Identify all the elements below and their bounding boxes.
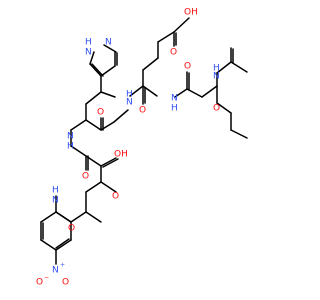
anilide-n-label: N — [52, 196, 59, 206]
asp-side-oxygen-label: O — [82, 172, 89, 182]
anilide-h-label: H — [52, 186, 59, 196]
leu-carbonyl-oxygen-label: O — [213, 104, 220, 114]
asp-carboxyl-oxygen-label: O — [112, 192, 119, 202]
glu-hydroxyl-label: OH — [184, 8, 198, 18]
glu-amide-h-label: H — [171, 104, 178, 114]
asp-amide-h-label: H — [67, 142, 74, 152]
molecule-canvas: OH O O H N N N H N H O N H O O N H O OH … — [36, 8, 248, 288]
nitro-minus-label: − — [44, 275, 49, 282]
imidazole-n-label: N — [105, 38, 112, 48]
nitro-plus-label: + — [60, 262, 65, 269]
his-carbonyl-oxygen-label: O — [97, 108, 104, 118]
glu-amide-n-label: N — [171, 94, 178, 104]
acetyl-amine-h-label: H — [213, 64, 220, 74]
nitro-n-label: N — [52, 266, 59, 276]
imidazole-h-label: H — [85, 38, 92, 48]
his-amide-n-label: N — [126, 98, 133, 108]
peptide-structure-diagram: OH O O H N N N H N H O N H O O N H O OH … — [36, 8, 248, 288]
asp-hydroxyl-label: OH — [114, 150, 128, 160]
nitro-oxygen-right-label: O — [62, 278, 69, 288]
glu-carbonyl-oxygen-label: O — [170, 48, 177, 58]
asp-amide-n-label: N — [67, 132, 74, 142]
imidazole-nh-label: N — [85, 48, 92, 58]
anilide-oxygen-label: O — [68, 224, 75, 234]
his-amide-h-label: H — [126, 90, 133, 100]
bond-network — [40, 17, 248, 265]
acetyl-oxygen-label: O — [184, 62, 191, 72]
nitro-oxygen-left-label: O — [36, 278, 43, 288]
acetyl-amine-n-label: N — [213, 72, 220, 82]
glu-amide-oxygen-label: O — [139, 106, 146, 116]
atom-labels: OH O O H N N N H N H O N H O O N H O OH … — [36, 8, 220, 288]
